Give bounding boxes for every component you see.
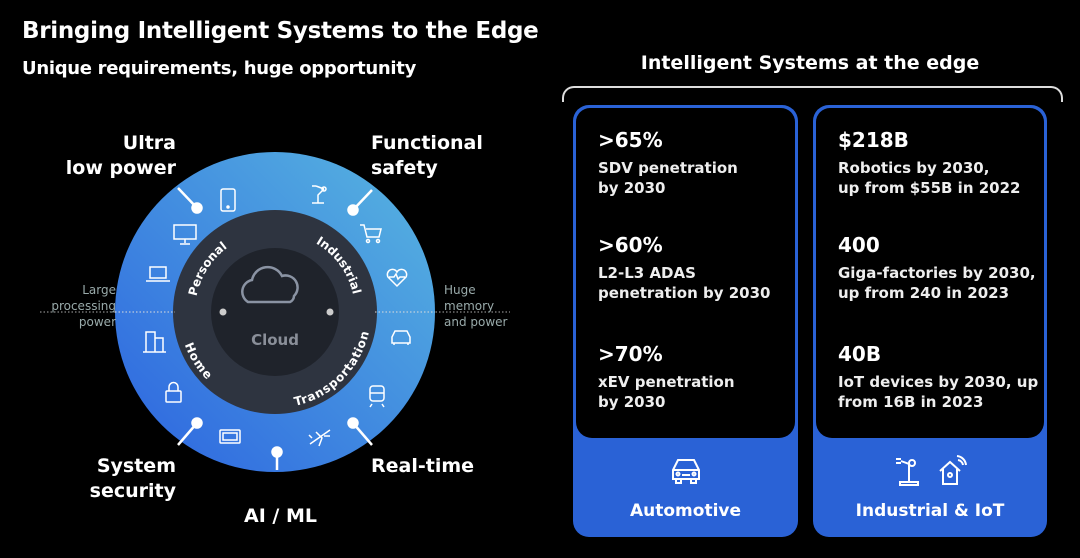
heart-rate-icon: [386, 268, 408, 288]
axis-line-text: Huge: [444, 283, 476, 297]
smart-home-icon: [939, 455, 967, 485]
stat-value: $218B: [838, 128, 909, 152]
feature-functional-safety: Functional safety: [371, 131, 483, 181]
feature-line: safety: [371, 157, 438, 179]
train-icon: [369, 385, 385, 408]
feature-line: security: [89, 480, 176, 502]
axis-line-text: Large: [82, 283, 116, 297]
feature-line: System: [96, 455, 176, 477]
stat-desc: Giga-factories by 2030,up from 240 in 20…: [838, 264, 1036, 302]
stat-value: >65%: [598, 128, 663, 152]
connector-dot: [191, 202, 203, 214]
feature-line: Ultra: [122, 132, 176, 154]
panel-bracket: [562, 86, 1063, 102]
connector-dot: [347, 204, 359, 216]
connector-dot: [347, 417, 359, 429]
card-label: Industrial & IoT: [855, 501, 1005, 521]
building-icon: [143, 331, 166, 353]
car-icon: [391, 330, 411, 345]
stat-desc: Robotics by 2030,up from $55B in 2022: [838, 159, 1021, 197]
stat-value: 400: [838, 233, 880, 257]
feature-real-time: Real-time: [371, 455, 475, 477]
cloud-label: Cloud: [251, 331, 299, 349]
card-stats: $218B Robotics by 2030,up from $55B in 20…: [816, 108, 1044, 438]
axis-label-left: Large processing power: [51, 282, 116, 330]
stat-value: >70%: [598, 342, 663, 366]
card-label: Automotive: [629, 501, 742, 521]
robot-arm-icon: [896, 458, 919, 486]
feature-line: Functional: [371, 132, 483, 154]
axis-dot-right: [326, 308, 334, 316]
cloud-icon: [241, 265, 299, 304]
feature-line: low power: [65, 157, 176, 179]
cloud-disc: [211, 248, 339, 376]
axis-line-text: power: [78, 315, 116, 329]
feature-system-security: System security: [90, 454, 176, 504]
monitor-icon: [173, 224, 197, 245]
edge-diagram: Cloud Personal Industrial Home Transport…: [40, 152, 510, 472]
connector-dot: [191, 417, 203, 429]
robot-arm-icon: [312, 185, 327, 204]
airplane-icon: [308, 429, 331, 447]
axis-line-text: processing: [51, 299, 116, 313]
stat: $218B Robotics by 2030,up from $55B in 20…: [838, 128, 1020, 198]
axis-line-text: memory: [444, 299, 495, 313]
stat-value: 40B: [838, 342, 882, 366]
stat-value: >60%: [598, 233, 663, 257]
feature-ultra-low-power: Ultra low power: [66, 131, 176, 181]
page-subtitle: Unique requirements, huge opportunity: [22, 58, 417, 79]
phone-icon: [220, 188, 236, 212]
connector-dot: [271, 446, 283, 458]
panel-title: Intelligent Systems at the edge: [640, 52, 980, 74]
axis-label-right: Huge memory and power: [444, 282, 507, 330]
axis-line-text: and power: [444, 315, 508, 329]
page-title: Bringing Intelligent Systems to the Edge: [22, 18, 539, 44]
cart-icon: [360, 224, 382, 244]
laptop-icon: [146, 266, 170, 282]
axis-dot-left: [219, 308, 227, 316]
dashboard-icon: [219, 429, 241, 444]
feature-ai-ml: AI / ML: [244, 505, 317, 527]
lock-icon: [165, 381, 182, 403]
car-icon: [671, 459, 700, 484]
card-industrial-iot: $218B Robotics by 2030,up from $55B in 20…: [813, 105, 1047, 537]
